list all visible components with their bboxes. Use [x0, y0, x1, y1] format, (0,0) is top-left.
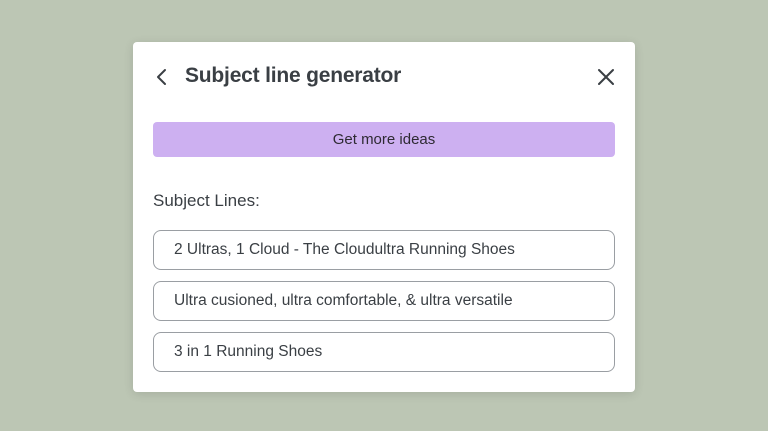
dialog-header: Subject line generator [133, 42, 635, 114]
chevron-left-icon [157, 69, 166, 85]
subject-line-option[interactable]: 3 in 1 Running Shoes [153, 332, 615, 372]
subject-line-generator-dialog: Subject line generator Get more ideas Su… [133, 42, 635, 392]
subject-line-option[interactable]: 2 Ultras, 1 Cloud - The Cloudultra Runni… [153, 230, 615, 270]
subject-lines-list: 2 Ultras, 1 Cloud - The Cloudultra Runni… [153, 230, 615, 383]
close-icon [598, 69, 614, 85]
subject-line-option[interactable]: Ultra cusioned, ultra comfortable, & ult… [153, 281, 615, 321]
get-more-ideas-button[interactable]: Get more ideas [153, 122, 615, 157]
back-button[interactable] [151, 66, 173, 88]
close-button[interactable] [595, 66, 617, 88]
subject-lines-heading: Subject Lines: [153, 191, 260, 210]
dialog-title: Subject line generator [185, 64, 402, 87]
